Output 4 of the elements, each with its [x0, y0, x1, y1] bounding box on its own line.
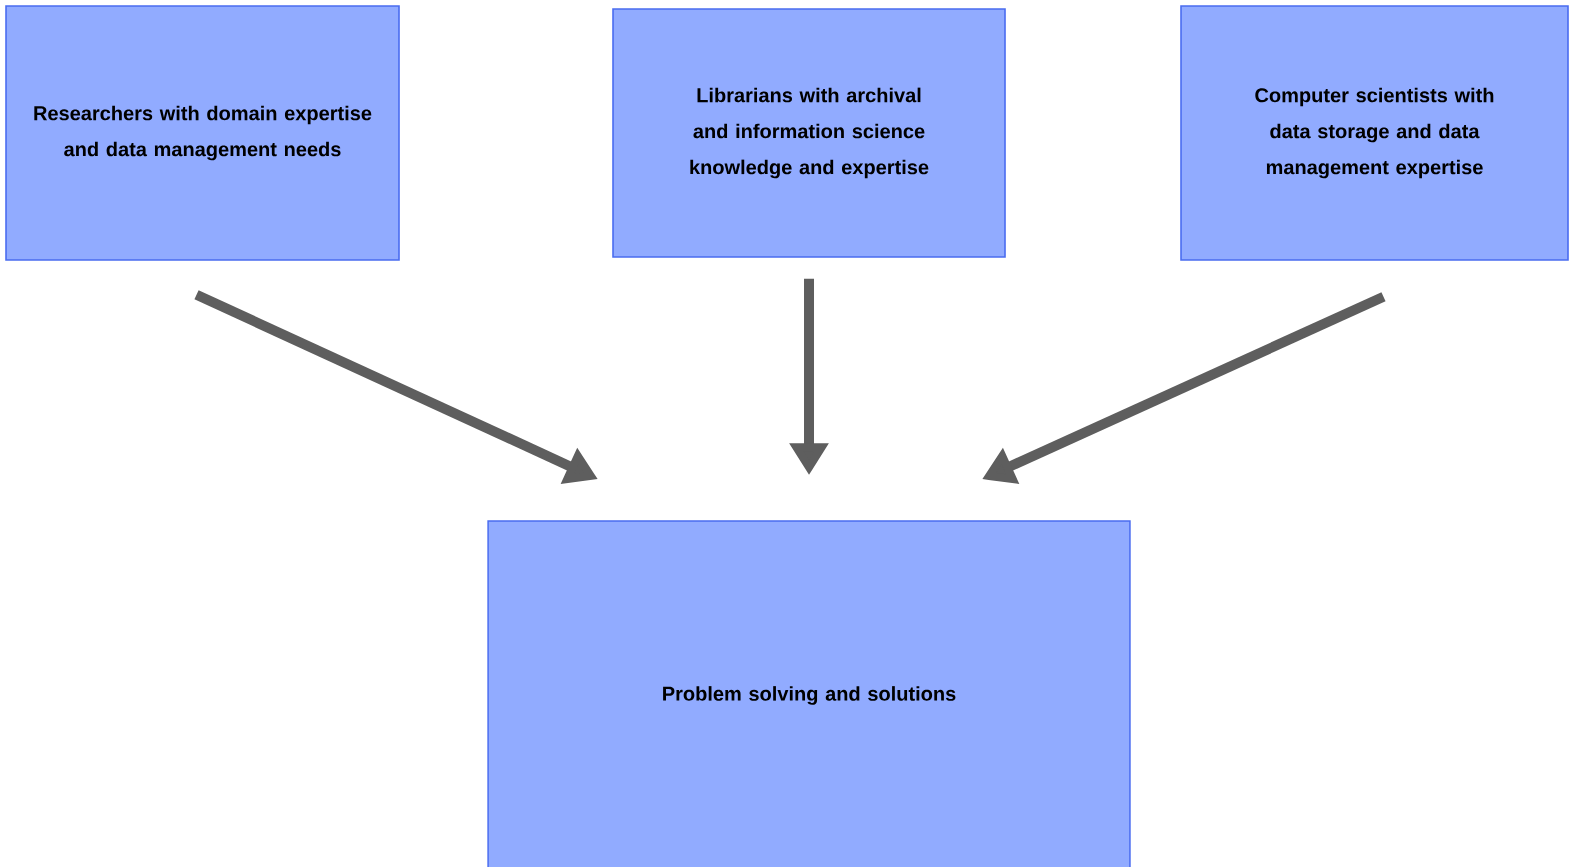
process-box: Problem solving and solutions [487, 520, 1131, 867]
process-box: Librarians with archival and information science knowledge and expertise [612, 8, 1006, 258]
process-box: Computer scientists with data storage and data management expertise [1180, 5, 1569, 261]
process-box: Researchers with domain expertise and data management needs [5, 5, 400, 261]
